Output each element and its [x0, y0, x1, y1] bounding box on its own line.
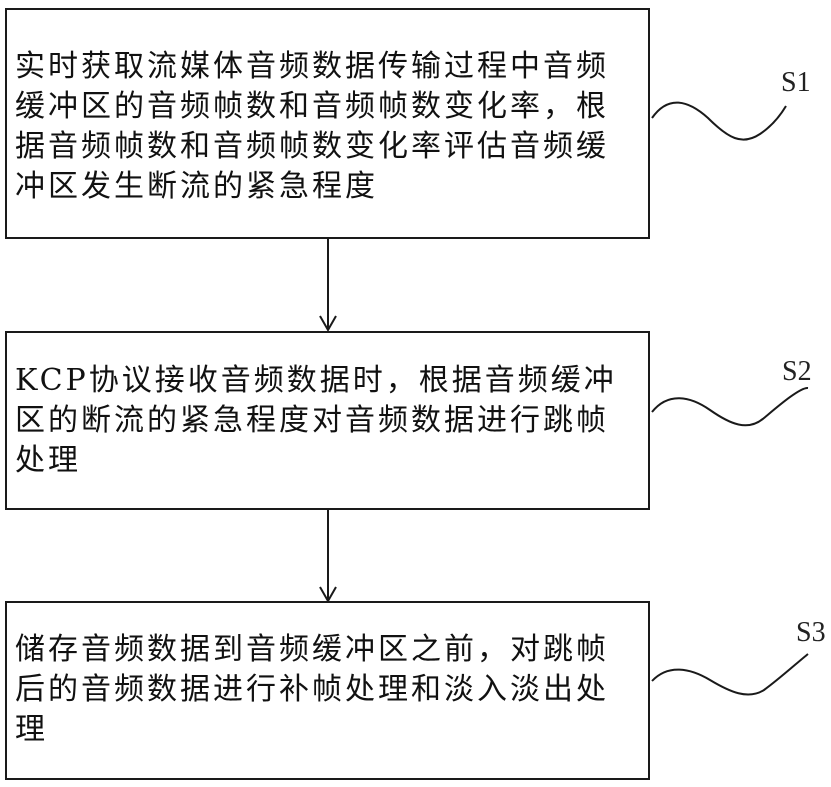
step-text-s1: 实时获取流媒体音频数据传输过程中音频缓冲区的音频帧数和音频帧数变化率，根据音频帧… — [15, 49, 609, 204]
arrow-s1-to-s2 — [319, 239, 337, 333]
step-text-s2: KCP协议接收音频数据时，根据音频缓冲区的断流的紧急程度对音频数据进行跳帧处理 — [15, 363, 617, 478]
step-box-s1: 实时获取流媒体音频数据传输过程中音频缓冲区的音频帧数和音频帧数变化率，根据音频帧… — [5, 8, 650, 239]
step-label-s2: S2 — [782, 356, 812, 387]
leader-line-s1 — [651, 101, 787, 141]
leader-line-s2 — [651, 387, 809, 427]
step-box-s3: 储存音频数据到音频缓冲区之前，对跳帧后的音频数据进行补帧处理和淡入淡出处理 — [5, 601, 650, 780]
leader-line-s3 — [651, 653, 809, 696]
step-box-s2: KCP协议接收音频数据时，根据音频缓冲区的断流的紧急程度对音频数据进行跳帧处理 — [5, 331, 650, 510]
arrow-s2-to-s3 — [319, 510, 337, 604]
step-label-s3: S3 — [796, 617, 826, 648]
step-label-s1: S1 — [781, 67, 811, 98]
step-text-s3: 储存音频数据到音频缓冲区之前，对跳帧后的音频数据进行补帧处理和淡入淡出处理 — [15, 632, 609, 747]
